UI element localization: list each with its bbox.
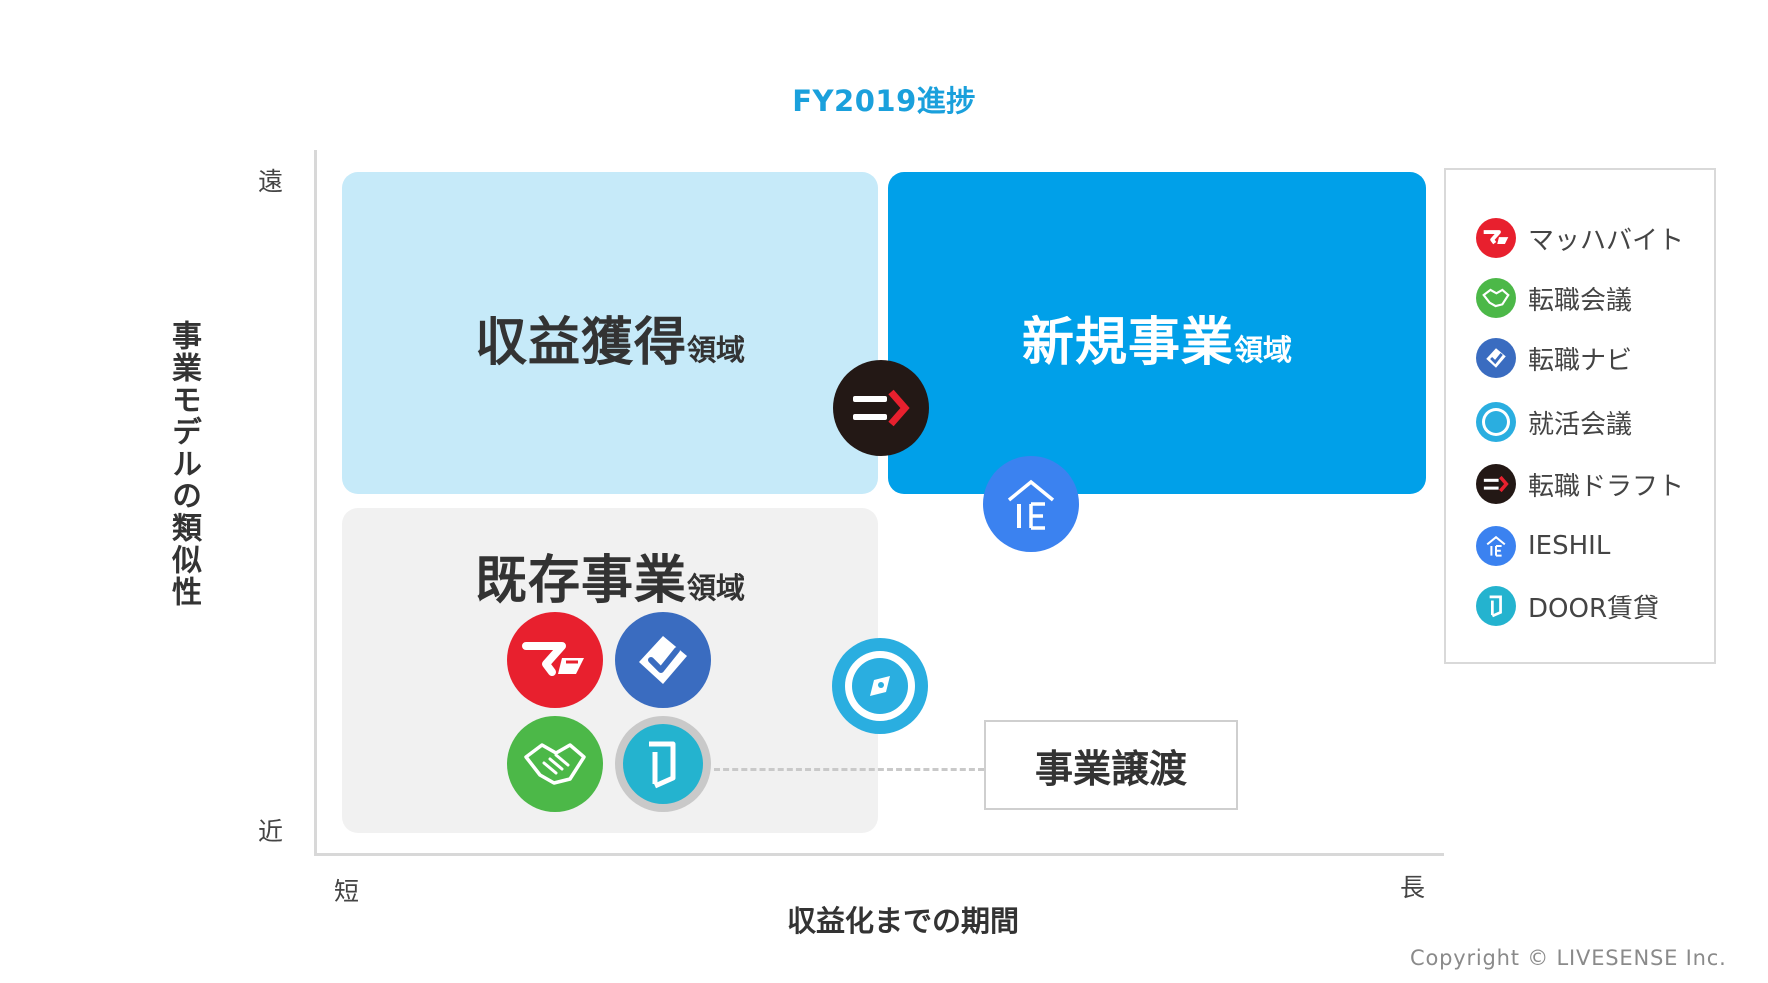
legend-label: 転職ドラフト [1528, 471, 1685, 502]
y-axis-label: 事業モデルの類似性 [166, 320, 201, 608]
legend-label: DOOR賃貸 [1528, 593, 1660, 624]
legend-label: 就活会議 [1528, 409, 1633, 440]
x-axis-left-end: 短 [334, 877, 360, 906]
quadrant-new-business-main: 新規事業 [1021, 313, 1234, 373]
quadrant-new-business-sub: 領域 [1234, 333, 1293, 367]
legend: マッハバイト 転職会議 転職ナビ 就活会議 転職ドラフト IESHIL [1444, 168, 1716, 664]
legend-item-door-chintai: DOOR賃貸 [1476, 586, 1659, 626]
legend-label: マッハバイト [1528, 225, 1685, 256]
legend-label: IESHIL [1528, 531, 1611, 561]
x-axis-right-end: 長 [1400, 873, 1426, 902]
mach-baito-icon [1476, 218, 1516, 258]
legend-item-shukatsu-kaigi: 就活会議 [1476, 402, 1632, 442]
ieshil-icon [1476, 526, 1516, 566]
chart-title: FY2019進捗 [792, 84, 976, 118]
tenshoku-navi-icon [615, 612, 711, 708]
x-axis-label: 収益化までの期間 [786, 904, 1019, 938]
legend-item-ieshil: IESHIL [1476, 526, 1610, 566]
shukatsu-kaigi-icon [832, 638, 928, 734]
legend-label: 転職会議 [1528, 285, 1633, 316]
quadrant-existing-title: 既存事業領域 [342, 538, 878, 613]
door-chintai-icon [623, 724, 703, 804]
ieshil-icon [983, 456, 1079, 552]
tenshoku-kaigi-icon [1476, 278, 1516, 318]
mach-baito-icon [507, 612, 603, 708]
quadrant-new-business-title: 新規事業領域 [888, 300, 1426, 375]
y-axis-top-end: 遠 [258, 167, 284, 196]
legend-item-mach-baito: マッハバイト [1476, 218, 1684, 258]
shukatsu-kaigi-icon [1476, 402, 1516, 442]
x-axis-line [314, 853, 1444, 856]
quadrant-existing-sub: 領域 [687, 571, 746, 605]
quadrant-revenue-main: 収益獲得 [474, 313, 687, 373]
quadrant-existing [342, 508, 878, 833]
quadrant-new-business [888, 172, 1426, 494]
transfer-connector [714, 768, 984, 771]
tenshoku-draft-icon [1476, 464, 1516, 504]
legend-item-tenshoku-navi: 転職ナビ [1476, 338, 1632, 378]
tenshoku-draft-icon [833, 360, 929, 456]
y-axis-line [314, 150, 317, 856]
tenshoku-kaigi-icon [507, 716, 603, 812]
door-chintai-ring [615, 716, 711, 812]
quadrant-revenue-title: 収益獲得領域 [342, 300, 878, 375]
legend-label: 転職ナビ [1528, 345, 1633, 376]
quadrant-existing-main: 既存事業 [474, 551, 687, 611]
door-chintai-icon [1476, 586, 1516, 626]
legend-item-tenshoku-draft: 転職ドラフト [1476, 464, 1684, 504]
quadrant-revenue-sub: 領域 [687, 333, 746, 367]
copyright: Copyright © LIVESENSE Inc. [1410, 946, 1727, 970]
tenshoku-navi-icon [1476, 338, 1516, 378]
legend-item-tenshoku-kaigi: 転職会議 [1476, 278, 1632, 318]
business-transfer-box: 事業譲渡 [984, 720, 1238, 810]
y-axis-bottom-end: 近 [258, 817, 284, 846]
quadrant-revenue [342, 172, 878, 494]
